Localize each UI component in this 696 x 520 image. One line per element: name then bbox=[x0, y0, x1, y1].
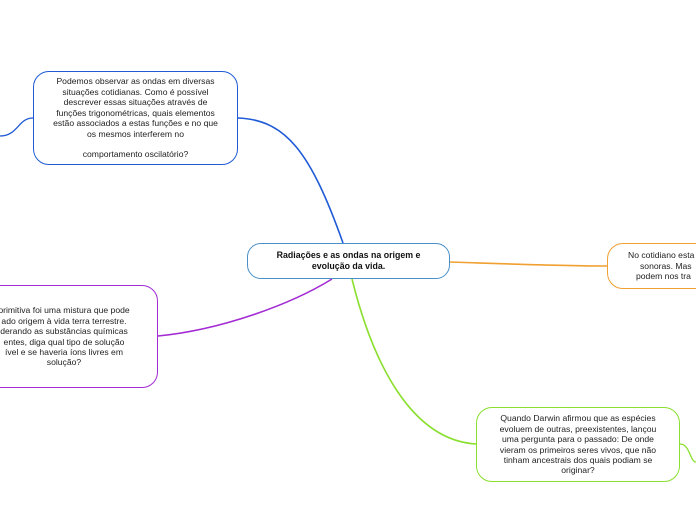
topic-waves-line: estão associados a estas funções e no qu… bbox=[53, 118, 218, 129]
connector-waves bbox=[237, 117, 344, 244]
topic-darwin-line: tinham ancestrais dos quais podiam se bbox=[503, 454, 653, 465]
central-topic-line: Radiações e as ondas na origem e bbox=[276, 250, 421, 261]
connector-primitive bbox=[157, 278, 333, 337]
topic-daily-line: No cotidiano esta bbox=[628, 250, 695, 261]
topic-daily-line: podem nos tra bbox=[636, 271, 691, 282]
topic-daily-line: sonoras. Mas bbox=[640, 260, 692, 271]
topic-waves-node[interactable]: Podemos observar as ondas em diversas si… bbox=[33, 71, 238, 165]
topic-waves-line: os mesmos interferem no bbox=[87, 128, 184, 139]
topic-darwin-line: uma pergunta para o passado: De onde bbox=[502, 434, 654, 445]
topic-waves-line: situações cotidianas. Como é possível bbox=[62, 86, 209, 97]
connector-daily bbox=[449, 261, 608, 267]
topic-primitive-line: ado origem à vida terra terrestre. bbox=[1, 315, 127, 326]
topic-primitive-node[interactable]: primitiva foi uma mistura que pode ado o… bbox=[0, 285, 158, 388]
topic-darwin-line: originar? bbox=[561, 465, 595, 476]
connector-waves-child bbox=[0, 117, 34, 137]
topic-primitive-line: solução? bbox=[46, 357, 82, 368]
topic-primitive-line: entes, diga qual tipo de solução bbox=[3, 336, 125, 347]
connector-darwin-child bbox=[679, 443, 696, 463]
topic-waves-line: descrever essas situações através de bbox=[63, 97, 208, 108]
topic-primitive-line: ível e se haveria íons livres em bbox=[5, 346, 123, 357]
topic-darwin-line: vieram os primeiros seres vivos, que não bbox=[499, 444, 657, 455]
central-topic-line: evolução da vida. bbox=[311, 261, 386, 271]
topic-primitive-line: derando as substâncias químicas bbox=[0, 326, 128, 337]
connector-darwin bbox=[351, 278, 477, 445]
topic-darwin-node[interactable]: Quando Darwin afirmou que as espécies ev… bbox=[476, 407, 680, 482]
central-topic-node[interactable]: Radiações e as ondas na origem e evoluçã… bbox=[247, 243, 450, 279]
topic-darwin-line: Quando Darwin afirmou que as espécies bbox=[500, 413, 656, 424]
topic-daily-node[interactable]: No cotidiano esta sonoras. Mas podem nos… bbox=[607, 243, 696, 289]
topic-primitive-line: primitiva foi uma mistura que pode bbox=[0, 305, 130, 316]
topic-waves-line: comportamento oscilatório? bbox=[82, 149, 189, 160]
topic-darwin-line: evoluem de outras, preexistentes, lançou bbox=[499, 423, 657, 434]
topic-waves-line: Podemos observar as ondas em diversas bbox=[56, 76, 215, 87]
topic-waves-line: funções trigonométricas, quais elementos bbox=[56, 107, 215, 118]
